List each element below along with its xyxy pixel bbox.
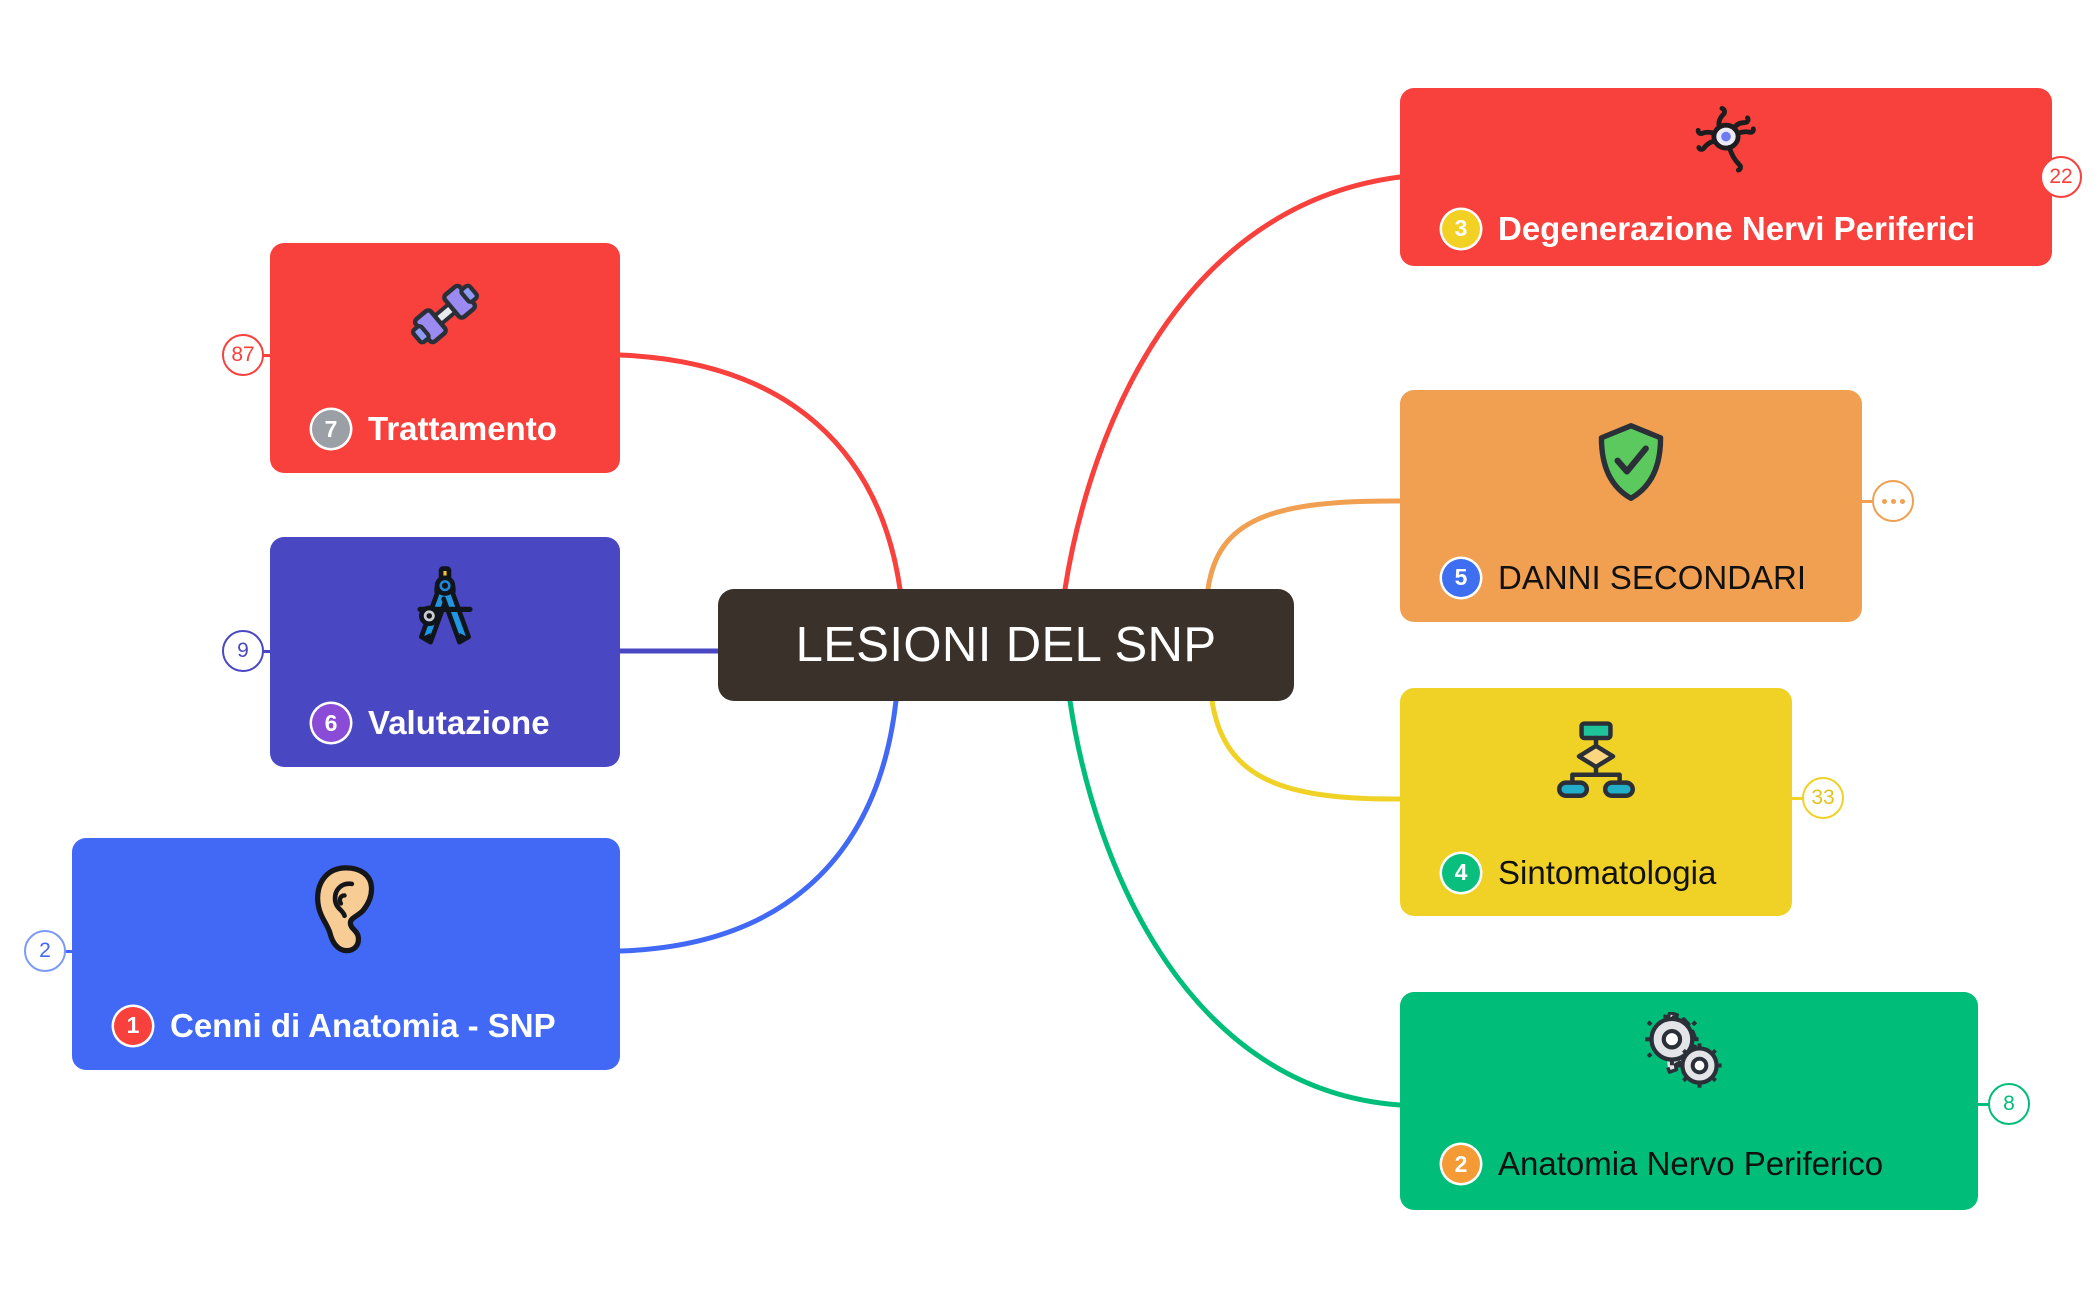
index-badge-3: 3 — [1442, 209, 1480, 248]
shield-check-icon-wrap — [1400, 390, 1862, 534]
node-label-cenni-anatomia: Cenni di Anatomia - SNP — [170, 1006, 556, 1044]
edge-sintomatologia — [1209, 698, 1403, 802]
center-node-title: LESIONI DEL SNP — [795, 618, 1217, 672]
node-footer-sintomatologia: 4 Sintomatologia — [1400, 829, 1792, 916]
node-label-danni-secondari: DANNI SECONDARI — [1498, 558, 1807, 596]
node-label-degenerazione: Degenerazione Nervi Periferici — [1498, 209, 1975, 247]
node-label-sintomatologia: Sintomatologia — [1498, 853, 1717, 891]
topic-node-degenerazione[interactable]: 3 Degenerazione Nervi Periferici — [1400, 88, 2052, 266]
count-badge-valutazione[interactable]: 9 — [222, 630, 264, 672]
node-label-valutazione: Valutazione — [368, 704, 550, 742]
gears-icon-wrap — [1400, 992, 1978, 1118]
index-badge-1: 1 — [114, 1006, 152, 1045]
count-badge-sintomatologia[interactable]: 33 — [1802, 777, 1844, 819]
flowchart-icon-wrap — [1400, 688, 1792, 829]
edge-trattamento — [617, 352, 903, 592]
topic-node-trattamento[interactable]: 7 Trattamento — [270, 243, 620, 473]
node-footer-trattamento: 7 Trattamento — [270, 386, 620, 473]
count-stub-sintomatologia — [1792, 797, 1808, 800]
node-footer-valutazione: 6 Valutazione — [270, 680, 620, 767]
count-badge-cenni-anatomia[interactable]: 2 — [24, 930, 66, 972]
topic-node-valutazione[interactable]: 6 Valutazione — [270, 537, 620, 767]
index-badge-6: 6 — [312, 704, 350, 743]
topic-node-sintomatologia[interactable]: 4 Sintomatologia — [1400, 688, 1792, 916]
compass-icon-wrap — [270, 537, 620, 680]
index-badge-5: 5 — [1442, 558, 1480, 597]
neuron-icon-wrap — [1400, 88, 2052, 191]
edge-anatomia-nervo — [1067, 698, 1403, 1108]
node-footer-danni-secondari: 5 DANNI SECONDARI — [1400, 534, 1862, 622]
node-label-trattamento: Trattamento — [368, 410, 557, 448]
count-badge-degenerazione[interactable]: 22 — [2040, 156, 2082, 198]
count-stub-anatomia-nervo — [1978, 1103, 1994, 1106]
index-badge-7: 7 — [312, 410, 350, 449]
topic-node-anatomia-nervo[interactable]: 2 Anatomia Nervo Periferico — [1400, 992, 1978, 1210]
gears-icon — [1645, 1012, 1722, 1088]
ear-icon-wrap — [72, 838, 620, 982]
flowchart-icon — [1557, 721, 1635, 798]
node-footer-degenerazione: 3 Degenerazione Nervi Periferici — [1400, 191, 2052, 266]
shield-check-icon — [1598, 422, 1664, 501]
neuron-icon — [1695, 105, 1756, 173]
node-footer-cenni-anatomia: 1 Cenni di Anatomia - SNP — [72, 982, 620, 1070]
index-badge-4: 4 — [1442, 853, 1480, 892]
ellipsis-icon — [1881, 498, 1905, 504]
compass-icon — [417, 566, 473, 645]
edge-degenerazione — [1062, 174, 1403, 592]
count-badge-danni-secondari[interactable] — [1872, 480, 1914, 522]
node-footer-anatomia-nervo: 2 Anatomia Nervo Periferico — [1400, 1118, 1978, 1210]
index-badge-2: 2 — [1442, 1145, 1480, 1184]
count-stub-danni-secondari — [1862, 500, 1878, 503]
topic-node-cenni-anatomia[interactable]: 1 Cenni di Anatomia - SNP — [72, 838, 620, 1070]
topic-node-danni-secondari[interactable]: 5 DANNI SECONDARI — [1400, 390, 1862, 622]
count-badge-anatomia-nervo[interactable]: 8 — [1988, 1083, 2030, 1125]
center-node[interactable]: LESIONI DEL SNP — [718, 589, 1294, 701]
edge-danni-secondari — [1205, 498, 1403, 592]
dumbbell-icon — [411, 283, 479, 345]
edge-cenni-anatomia — [617, 698, 899, 954]
ear-icon — [315, 865, 375, 954]
dumbbell-icon-wrap — [270, 243, 620, 386]
node-label-anatomia-nervo: Anatomia Nervo Periferico — [1498, 1145, 1884, 1183]
count-badge-trattamento[interactable]: 87 — [222, 334, 264, 376]
